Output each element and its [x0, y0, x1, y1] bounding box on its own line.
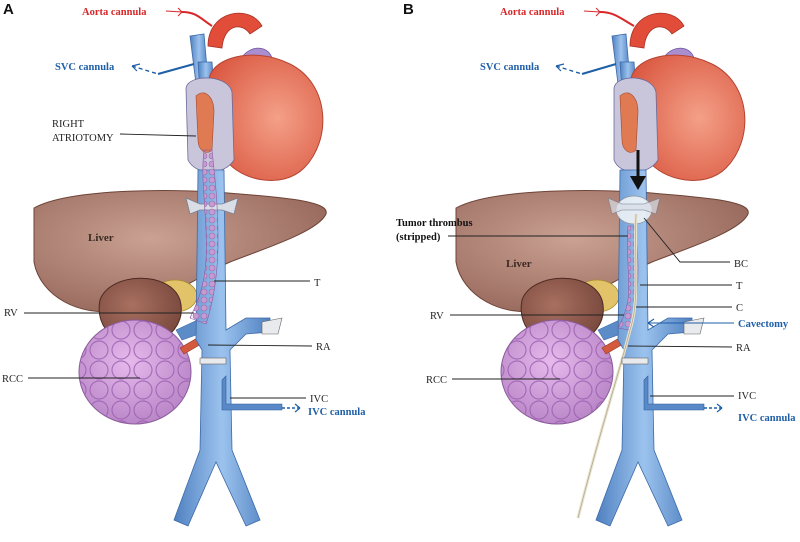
- aorta-arch: [629, 12, 685, 49]
- labels-b: Aorta cannula SVC cannula Tumor thrombus…: [396, 7, 796, 424]
- label-ivc: IVC: [738, 391, 756, 402]
- label-ra: RA: [736, 343, 751, 354]
- label-ra: RA: [316, 342, 331, 353]
- label-cavectomy: Cavectomy: [738, 319, 789, 330]
- aorta-arch: [207, 12, 263, 49]
- tumor-thrombus: [617, 225, 639, 331]
- labels-a: Aorta cannula SVC cannula RIGHT ATRIOTOM…: [2, 7, 366, 418]
- anatomy-illustration-a: [33, 12, 327, 527]
- label-aorta-cannula: Aorta cannula: [82, 7, 147, 18]
- panel-letter-b: B: [403, 1, 414, 18]
- label-c: C: [736, 303, 743, 314]
- label-liver: Liver: [88, 232, 114, 244]
- label-svc-cannula: SVC cannula: [480, 62, 540, 73]
- label-ivc: IVC: [310, 394, 328, 405]
- label-right-atriotomy-1: RIGHT: [52, 119, 85, 130]
- label-svc-cannula: SVC cannula: [55, 62, 115, 73]
- label-right-atriotomy-2: ATRIOTOMY: [52, 133, 114, 144]
- label-liver: Liver: [506, 258, 532, 270]
- label-ivc-cannula: IVC cannula: [308, 407, 366, 418]
- label-tumor-thrombus-2: (stripped): [396, 232, 441, 243]
- label-tumor-thrombus-1: Tumor thrombus: [396, 218, 473, 229]
- label-rcc: RCC: [2, 374, 23, 385]
- panel-b: B: [396, 1, 796, 527]
- label-aorta-cannula: Aorta cannula: [500, 7, 565, 18]
- panel-a: A: [2, 1, 366, 527]
- label-t: T: [314, 278, 321, 289]
- rcc-tumor: [78, 319, 192, 425]
- label-rv: RV: [4, 308, 18, 319]
- label-rcc: RCC: [426, 375, 447, 386]
- tumor-thrombus: [189, 149, 219, 325]
- label-t: T: [736, 281, 743, 292]
- panel-letter-a: A: [3, 1, 14, 18]
- rcc-tumor: [500, 319, 614, 425]
- label-rv: RV: [430, 311, 444, 322]
- label-ivc-cannula: IVC cannula: [738, 413, 796, 424]
- ivc-vessel: [595, 169, 693, 527]
- ivc-vessel: [173, 169, 271, 527]
- anatomy-illustration-b: [455, 12, 749, 527]
- label-bc: BC: [734, 259, 748, 270]
